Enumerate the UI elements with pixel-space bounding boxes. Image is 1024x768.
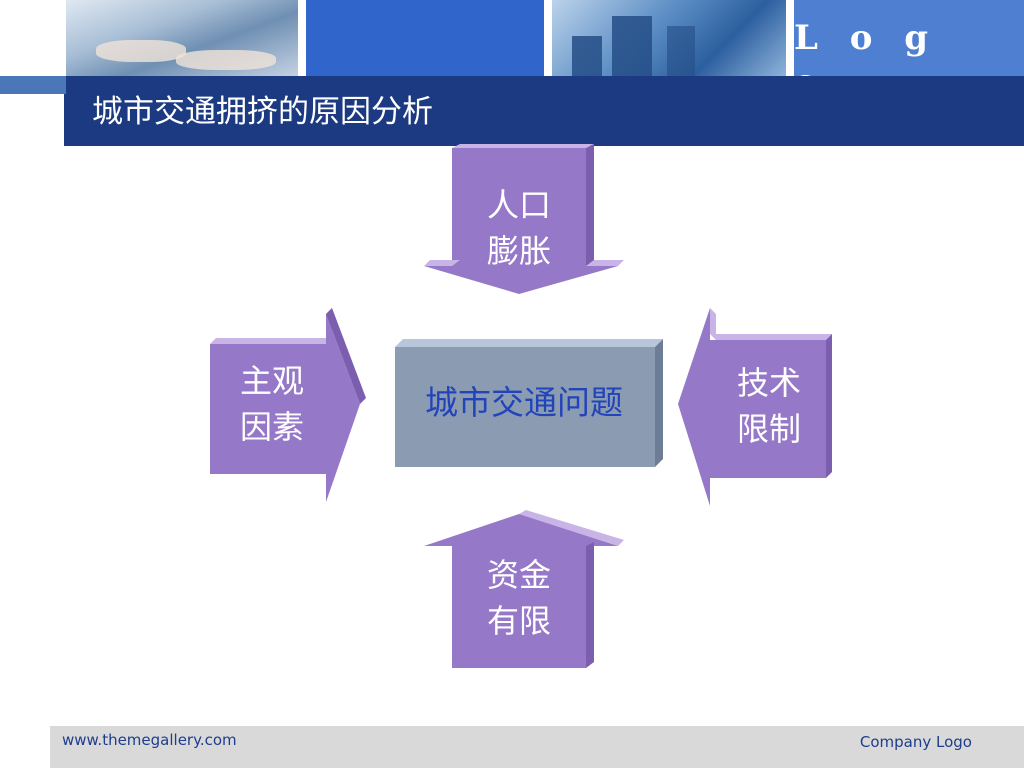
arrow-top-label: 人口 膨胀: [452, 182, 586, 274]
tower-shape: [612, 16, 652, 76]
hand-shape: [176, 50, 276, 70]
logo-text: L o g o: [794, 18, 939, 76]
center-label: 城市交通问题: [425, 383, 623, 422]
arrow-right-label: 技术 限制: [712, 360, 826, 452]
arrow-right-line2: 限制: [736, 410, 801, 448]
arrow-left-line2: 因素: [239, 408, 304, 446]
header-logo-block: L o g o: [794, 0, 1024, 76]
page-title: 城市交通拥挤的原因分析: [92, 94, 433, 130]
footer-website[interactable]: www.themegallery.com: [62, 731, 237, 749]
arrow-bottom: 资金 有限: [420, 510, 624, 670]
arrow-left: 主观 因素: [208, 306, 368, 506]
arrow-top-shape: [424, 144, 624, 294]
arrow-left-line1: 主观: [239, 362, 304, 400]
header-color-block: [306, 0, 544, 76]
tower-shape: [667, 26, 695, 76]
center-box: 城市交通问题: [393, 337, 663, 469]
header-photo-buildings: [552, 0, 786, 76]
header-photo-keyboard: [66, 0, 298, 76]
footer: www.themegallery.com Company Logo: [50, 726, 1024, 768]
title-bar-notch: [0, 94, 64, 146]
arrow-left-shape: [210, 308, 366, 502]
title-bar-accent: [0, 76, 66, 94]
title-bar: [0, 76, 1024, 146]
center-box-shape: [395, 339, 663, 467]
tower-shape: [572, 36, 602, 76]
arrow-right-line1: 技术: [736, 364, 801, 402]
footer-company-logo: Company Logo: [859, 733, 972, 751]
arrow-bottom-line2: 有限: [486, 602, 551, 640]
arrow-bottom-shape: [424, 510, 624, 668]
arrow-left-label: 主观 因素: [210, 358, 334, 450]
hand-shape: [96, 40, 186, 62]
arrow-top: 人口 膨胀: [420, 144, 624, 298]
arrow-top-line1: 人口: [486, 186, 551, 224]
arrow-right: 技术 限制: [676, 306, 836, 510]
arrow-top-line2: 膨胀: [486, 232, 551, 270]
arrow-bottom-label: 资金 有限: [452, 552, 586, 644]
arrow-bottom-line1: 资金: [486, 556, 551, 594]
arrow-right-shape: [678, 308, 832, 506]
